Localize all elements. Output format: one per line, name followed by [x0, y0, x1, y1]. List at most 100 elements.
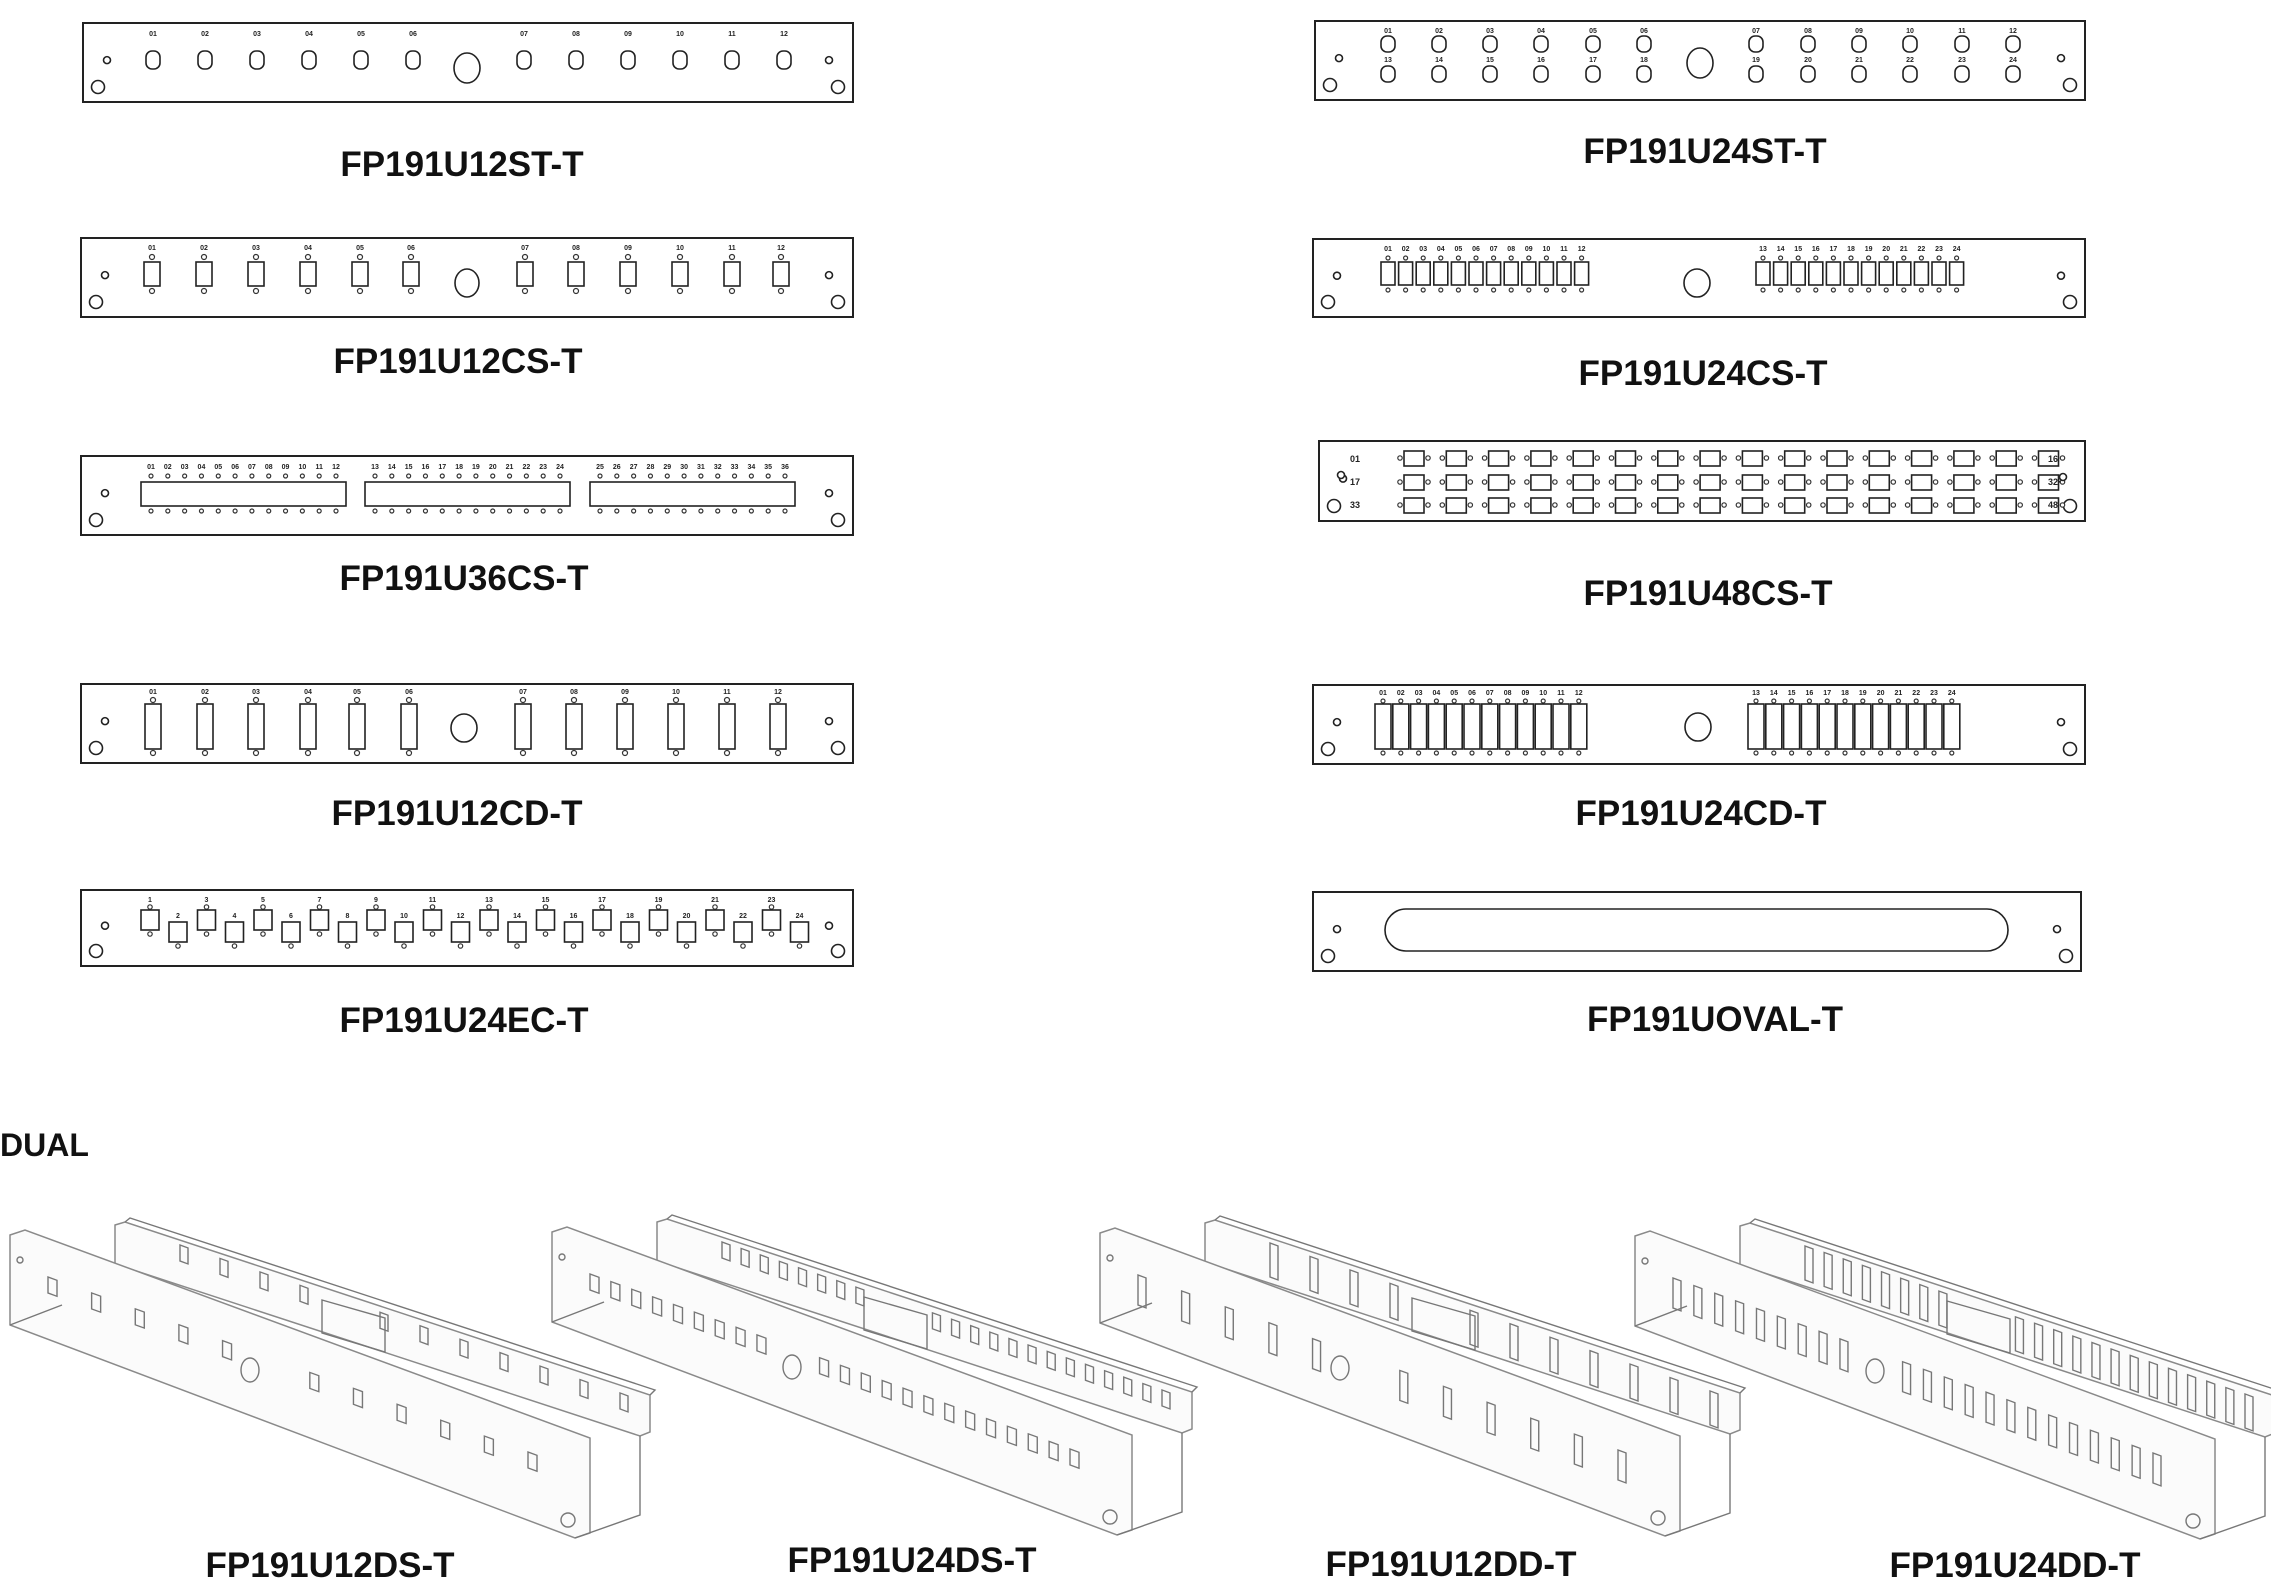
port-number: 23 — [539, 464, 547, 471]
clip-dot — [1594, 502, 1601, 508]
rail-port — [860, 1371, 872, 1394]
clip-dot — [1433, 698, 1440, 704]
rail-port — [2006, 1398, 2016, 1434]
lc-port — [1826, 497, 1848, 514]
clip-dot — [1398, 698, 1404, 704]
port-number: 03 — [1415, 690, 1423, 697]
rail-port — [1137, 1274, 1147, 1309]
rail-port — [1046, 1350, 1056, 1372]
st-port — [1800, 65, 1816, 83]
screw-hole — [100, 488, 110, 498]
port-number: 12 — [777, 245, 785, 252]
rail-port — [2110, 1436, 2120, 1472]
port-number: 04 — [1437, 246, 1445, 253]
sc-duplex-port — [1552, 703, 1570, 750]
clip-dot — [1947, 502, 1953, 508]
clip-dot — [1848, 255, 1854, 261]
clip-dot — [1402, 255, 1409, 261]
clip-dot — [1524, 455, 1530, 461]
clip-dot — [266, 508, 272, 514]
clip-dot — [406, 508, 412, 514]
rail-port — [651, 1295, 663, 1318]
port-number: 12 — [774, 689, 782, 696]
sc-duplex-port — [1409, 703, 1428, 750]
port-number: 21 — [1855, 57, 1863, 64]
port-number: 04 — [1433, 690, 1441, 697]
mounting-hole — [830, 512, 846, 528]
rail-port — [2131, 1444, 2141, 1480]
clip-dot — [1594, 479, 1601, 485]
sc-duplex-port — [718, 703, 736, 750]
sc-duplex-port — [1782, 703, 1801, 750]
rail-port — [527, 1451, 538, 1473]
st-port — [1902, 65, 1918, 83]
port-number: 04 — [304, 689, 312, 696]
mounting-hole — [88, 740, 104, 756]
clip-dot — [1552, 455, 1558, 461]
st-port — [1902, 35, 1918, 53]
clip-dot — [1777, 479, 1784, 485]
port-number: 06 — [405, 689, 413, 696]
clip-dot — [344, 943, 351, 949]
clip-dot — [1813, 255, 1819, 261]
port-number: 11 — [1958, 28, 1966, 35]
port-number: 10 — [672, 689, 680, 696]
mounting-hole — [830, 740, 846, 756]
clip-dot — [1508, 255, 1514, 261]
clip-dot — [1947, 479, 1953, 485]
clip-dot — [201, 696, 209, 704]
sc-duplex-port — [616, 703, 634, 750]
clip-dot — [1469, 698, 1475, 704]
label-fp191u12cd: FP191U12CD-T — [332, 794, 583, 833]
rail-port — [1985, 1391, 1995, 1426]
clip-dot — [1397, 479, 1403, 485]
st-port — [776, 50, 792, 70]
clip-dot — [631, 473, 637, 479]
clip-dot — [282, 473, 289, 479]
clip-dot — [1693, 479, 1699, 485]
rail-port — [1268, 1321, 1278, 1357]
clip-dot — [542, 931, 549, 937]
rail-port — [2225, 1386, 2235, 1426]
mounting-hole — [830, 294, 846, 310]
screw-hole — [2056, 717, 2066, 727]
e2000-port — [676, 921, 697, 943]
clip-dot — [149, 696, 157, 704]
clip-dot — [1490, 287, 1497, 293]
rail-port — [1693, 1284, 1703, 1320]
clip-dot — [1735, 455, 1742, 461]
clip-dot — [1842, 698, 1848, 704]
clip-dot — [1813, 287, 1819, 293]
sc-duplex-port — [1570, 703, 1588, 750]
clip-dot — [1865, 287, 1872, 293]
sc-port — [1538, 261, 1555, 286]
lc-adapter-strip — [364, 481, 571, 507]
rail-port — [2047, 1413, 2058, 1449]
clip-dot — [748, 473, 754, 479]
port-number: 24 — [1948, 690, 1956, 697]
sc-port — [1772, 261, 1789, 286]
port-number: 17 — [1589, 57, 1597, 64]
port-number: 08 — [570, 689, 578, 696]
port-number: 14 — [1777, 246, 1785, 253]
st-port — [1533, 65, 1549, 83]
clip-dot — [676, 287, 684, 295]
clip-dot — [664, 508, 670, 514]
rail-port — [589, 1273, 600, 1295]
clip-dot — [1989, 455, 1996, 461]
clip-dot — [1877, 698, 1884, 704]
sc-port — [143, 261, 161, 287]
clip-dot — [175, 943, 181, 949]
clip-dot — [572, 253, 580, 261]
lc-port — [1614, 450, 1637, 467]
clip-dot — [1380, 698, 1386, 704]
label-fp191u24cs: FP191U24CS-T — [1579, 354, 1828, 393]
clip-dot — [599, 931, 605, 937]
clip-dot — [1504, 750, 1511, 756]
lc-port — [1403, 474, 1425, 491]
lc-port — [1445, 474, 1468, 491]
rail-port — [923, 1394, 934, 1416]
clip-dot — [1439, 479, 1446, 485]
label-fp191u12dd: FP191U12DD-T — [1326, 1545, 1577, 1584]
clip-dot — [1820, 455, 1826, 461]
